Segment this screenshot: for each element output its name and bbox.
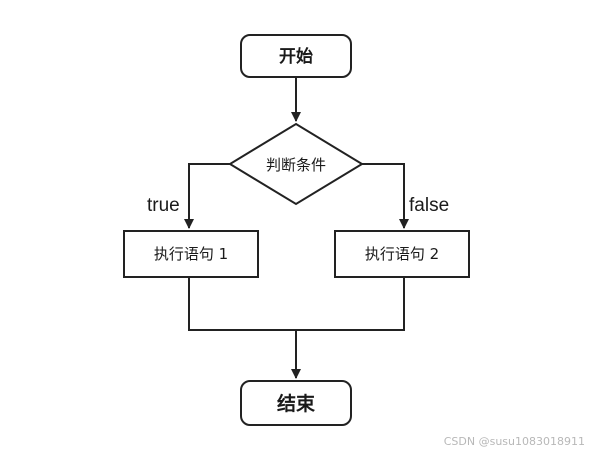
watermark: CSDN @susu1083018911 bbox=[443, 435, 585, 448]
end-node: 结束 bbox=[240, 380, 352, 426]
edge-condition-false bbox=[362, 163, 409, 229]
condition-node-diamond bbox=[228, 122, 364, 206]
statement-1-label: 执行语句 1 bbox=[154, 245, 228, 263]
edge-condition-true bbox=[184, 163, 230, 229]
end-node-box bbox=[240, 380, 352, 426]
start-node: 开始 bbox=[240, 34, 352, 78]
condition-node-label: 判断条件 bbox=[266, 156, 326, 174]
edge-merge bbox=[188, 277, 405, 331]
statement-1-box bbox=[123, 230, 259, 278]
condition-node: 判断条件 bbox=[228, 122, 364, 206]
false-branch-label: false bbox=[409, 195, 449, 216]
statement-2-node: 执行语句 2 bbox=[334, 230, 470, 278]
start-node-label: 开始 bbox=[279, 46, 313, 67]
statement-2-label: 执行语句 2 bbox=[365, 245, 439, 263]
statement-2-box bbox=[334, 230, 470, 278]
statement-1-node: 执行语句 1 bbox=[123, 230, 259, 278]
true-branch-label: true bbox=[147, 195, 180, 216]
end-node-label: 结束 bbox=[277, 392, 316, 415]
